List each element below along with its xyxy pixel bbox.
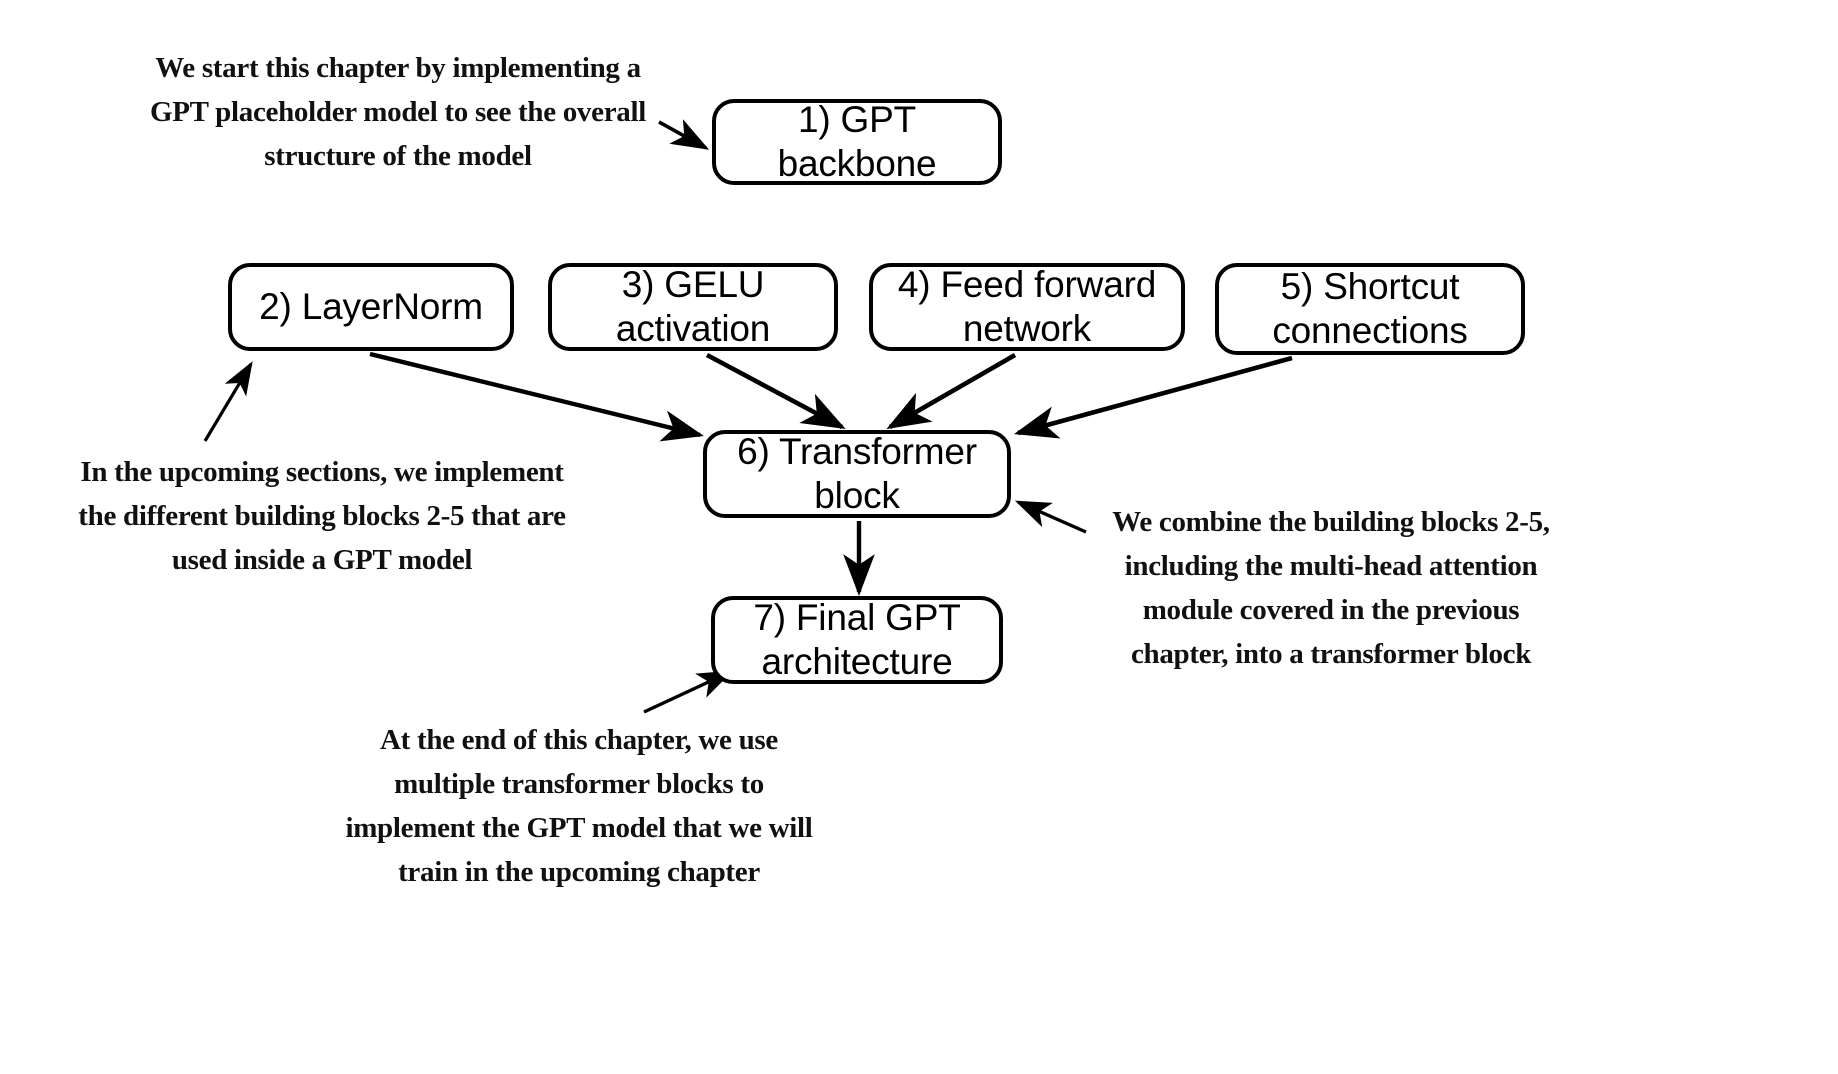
edge-gelu-to-block [705,352,846,430]
edge-ffn-to-block [886,353,1017,430]
annotation-note-left: In the upcoming sections, we implement t… [78,456,566,577]
annotation-note-bottom: At the end of this chapter, we use multi… [345,724,813,889]
node-feed-forward-network[interactable]: 4) Feed forward network [869,263,1185,351]
edge-layernorm-to-block [369,351,704,442]
node-layernorm[interactable]: 2) LayerNorm [228,263,514,351]
edge-note-to-layernorm [203,361,253,442]
edge-note-to-gpt-backbone [658,119,710,150]
node-shortcut-connections[interactable]: 5) Shortcut connections [1215,263,1525,355]
node-final-gpt-architecture[interactable]: 7) Final GPT architecture [711,596,1003,684]
edge-note-to-block [1014,500,1087,534]
annotation-note-right: We combine the building blocks 2-5, incl… [1112,506,1550,671]
annotation-note-top-left: We start this chapter by implementing a … [150,52,646,173]
edge-shortcut-to-block [1014,355,1293,439]
node-gelu-activation[interactable]: 3) GELU activation [548,263,838,351]
node-gpt-backbone[interactable]: 1) GPT backbone [712,99,1002,185]
node-transformer-block[interactable]: 6) Transformer block [703,430,1011,518]
